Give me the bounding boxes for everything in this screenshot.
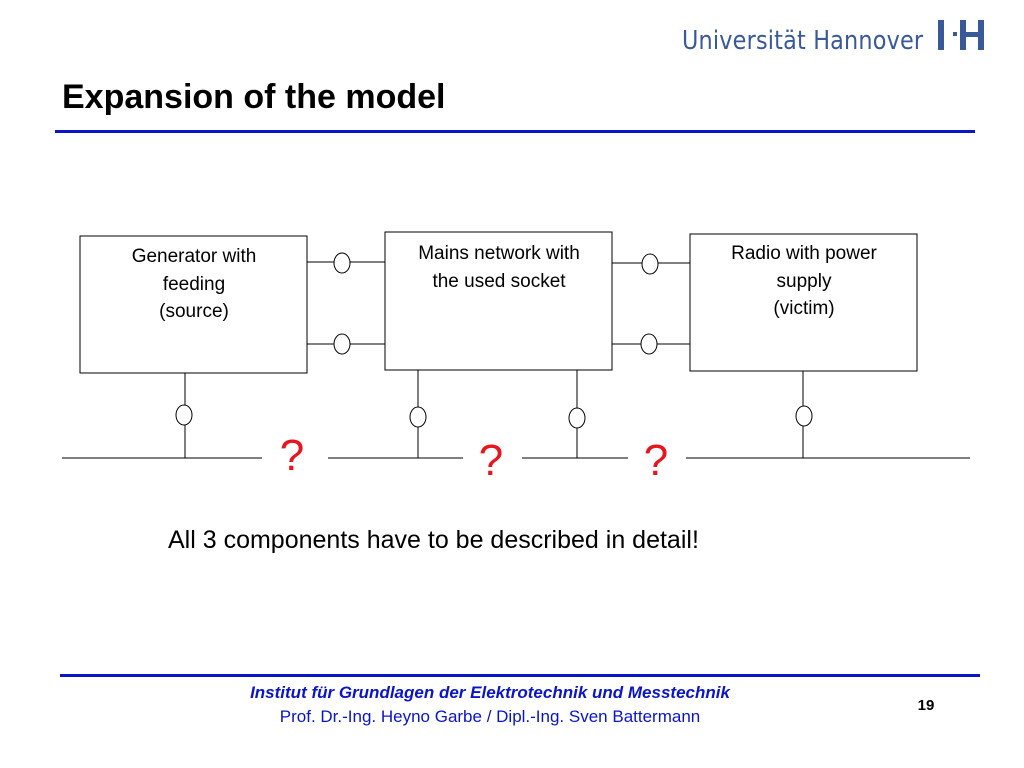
unknown-coupling-mark: ?: [479, 436, 503, 485]
footer-authors: Prof. Dr.-Ing. Heyno Garbe / Dipl.-Ing. …: [279, 707, 701, 726]
terminal-oval: [409, 406, 427, 428]
terminal-oval: [640, 333, 658, 355]
terminal-oval: [333, 252, 351, 274]
mains-label-line: Mains network with: [418, 243, 580, 264]
page-number: 19: [917, 697, 935, 714]
footer-rule: [60, 674, 980, 677]
generator-label-line: (source): [159, 301, 229, 322]
mains-label-line: the used socket: [432, 271, 566, 292]
unknown-coupling-mark: ?: [280, 431, 304, 480]
terminal-oval: [568, 407, 586, 429]
terminal-oval: [175, 404, 193, 426]
terminal-oval: [641, 253, 659, 275]
title-underline: [55, 130, 975, 133]
unknown-coupling-mark: ?: [644, 436, 668, 485]
radio-label-line: (victim): [773, 298, 834, 319]
model-diagram: Generator with feeding (source) Mains ne…: [62, 231, 970, 485]
terminal-oval: [333, 333, 351, 355]
mains-block: [384, 231, 613, 371]
university-name: Universität Hannover: [682, 26, 924, 56]
radio-label-line: supply: [777, 271, 832, 292]
slide-title: Expansion of the model: [62, 78, 446, 116]
footer-institute: Institut für Grundlagen der Elektrotechn…: [250, 683, 730, 702]
terminal-oval: [795, 405, 813, 427]
generator-label-line: Generator with: [132, 246, 257, 267]
generator-label-line: feeding: [163, 274, 225, 295]
summary-text: All 3 components have to be described in…: [168, 526, 699, 554]
generator-block: [79, 235, 308, 374]
radio-label-line: Radio with power: [731, 243, 877, 264]
university-logo: [938, 20, 984, 50]
